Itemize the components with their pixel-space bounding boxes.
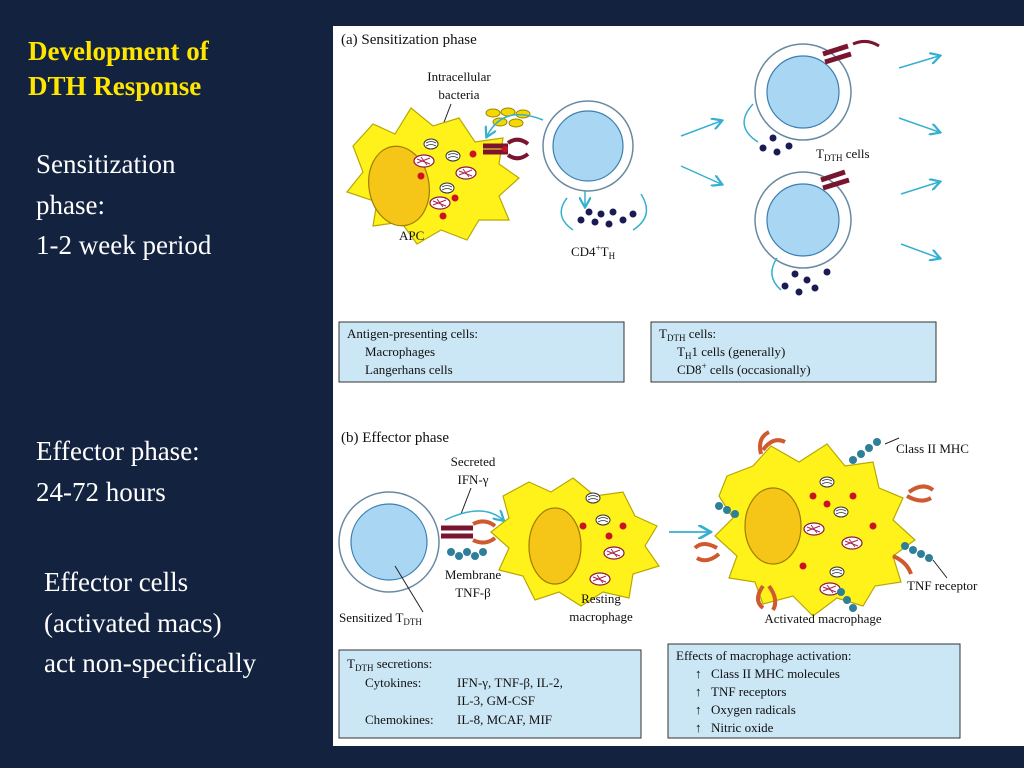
effector-cells-line1: Effector cells	[44, 567, 189, 597]
resting-macrophage	[490, 477, 660, 607]
label-membrane-1: Membrane	[445, 567, 502, 582]
dth-figure: (a) Sensitization phase Intracellular ba…	[333, 26, 1024, 746]
box-macrophage-activation-effects: Effects of macrophage activation: ↑ Clas…	[667, 643, 961, 739]
panel-b-title: (b) Effector phase	[341, 430, 449, 446]
slide-title-line2: DTH Response	[28, 71, 202, 102]
box-tdth-secretions: TDTH secretions: Cytokines: IFN-γ, TNF-β…	[338, 649, 642, 739]
label-secreted-2: IFN-γ	[457, 472, 488, 487]
svg-text:IFN-γ, TNF-β, IL-2,: IFN-γ, TNF-β, IL-2,	[457, 675, 563, 690]
sensitization-line3: 1-2 week period	[36, 230, 212, 260]
effector-line2: 24-72 hours	[36, 476, 166, 507]
svg-text:Chemokines:: Chemokines:	[365, 712, 434, 727]
label-sensitized: Sensitized TDTH	[339, 610, 422, 627]
apc-macrophage	[345, 107, 520, 245]
label-bacteria-1: Intracellular	[427, 69, 491, 84]
label-resting-1: Resting	[581, 591, 621, 606]
svg-text:TH1 cells (generally): TH1 cells (generally)	[677, 344, 785, 361]
sensitized-tdth-cell	[338, 491, 440, 593]
cytokine-dots-lower	[781, 268, 831, 296]
svg-text:↑: ↑	[695, 720, 702, 735]
label-resting-2: macrophage	[569, 609, 633, 624]
cytokine-dots-cd4	[577, 208, 637, 228]
svg-text:IL-3, GM-CSF: IL-3, GM-CSF	[457, 693, 535, 708]
tnf-receptors	[693, 430, 935, 612]
svg-text:IL-8, MCAF, MIF: IL-8, MCAF, MIF	[457, 712, 552, 727]
label-tnfr: TNF receptor	[907, 578, 978, 593]
panel-a-title: (a) Sensitization phase	[341, 32, 477, 48]
svg-text:CD8+ cells (occasionally): CD8+ cells (occasionally)	[677, 361, 811, 377]
sensitization-note: Sensitization phase: 1-2 week period	[36, 144, 211, 266]
dth-diagram: (a) Sensitization phase Intracellular ba…	[338, 32, 978, 739]
svg-text:Langerhans cells: Langerhans cells	[365, 362, 453, 377]
svg-text:Oxygen radicals: Oxygen radicals	[711, 702, 796, 717]
label-secreted-1: Secreted	[451, 454, 496, 469]
svg-text:↑: ↑	[695, 702, 702, 717]
effector-line1: Effector phase:	[36, 436, 200, 466]
svg-text:Class II MHC molecules: Class II MHC molecules	[711, 666, 840, 681]
box-tdth-cells: TDTH cells: TH1 cells (generally) CD8+ c…	[650, 321, 937, 383]
svg-text:Cytokines:: Cytokines:	[365, 675, 421, 690]
label-class2: Class II MHC	[896, 441, 969, 456]
svg-text:Macrophages: Macrophages	[365, 344, 435, 359]
effector-cells-line2: (activated macs)	[44, 607, 222, 638]
cd4-th-cell	[542, 100, 634, 192]
sensitization-line1: Sensitization	[36, 149, 176, 179]
box-apc-types: Antigen-presenting cells: Macrophages La…	[338, 321, 625, 383]
apc-tcell-receptor	[483, 137, 530, 161]
label-membrane-2: TNF-β	[455, 585, 491, 600]
svg-text:TDTH cells:: TDTH cells:	[659, 326, 716, 343]
sensitization-line2: phase:	[36, 189, 105, 220]
svg-text:Nitric oxide: Nitric oxide	[711, 720, 774, 735]
cytokine-dots-upper	[759, 134, 793, 156]
intracellular-bacteria	[485, 107, 531, 128]
label-apc: APC	[399, 228, 424, 243]
membrane-tnf-beta	[447, 548, 487, 560]
svg-text:↑: ↑	[695, 684, 702, 699]
activated-macrophage	[714, 443, 916, 617]
svg-text:↑: ↑	[695, 666, 702, 681]
slide-title-line1: Development of	[28, 36, 209, 66]
svg-text:TNF receptors: TNF receptors	[711, 684, 786, 699]
effector-cells-line3: act non-specifically	[44, 648, 257, 678]
outgoing-arrows	[898, 56, 939, 258]
slide-title: Development of DTH Response	[28, 34, 328, 104]
effector-note: Effector phase: 24-72 hours	[36, 431, 200, 512]
tcell-macrophage-receptor	[441, 519, 497, 545]
label-tdth-cells: TDTH cells	[816, 146, 870, 163]
svg-text:Antigen-presenting cells:: Antigen-presenting cells:	[347, 326, 478, 341]
class-ii-mhc-molecules	[715, 438, 933, 612]
label-bacteria-2: bacteria	[438, 87, 479, 102]
tdth-cell-upper	[754, 39, 880, 141]
label-activated: Activated macrophage	[764, 611, 882, 626]
svg-text:Effects of macrophage activati: Effects of macrophage activation:	[676, 648, 852, 663]
tdth-cell-lower	[754, 169, 852, 269]
label-cd4: CD4+TH	[571, 243, 616, 261]
svg-text:TDTH secretions:: TDTH secretions:	[347, 656, 432, 673]
effector-cells-note: Effector cells (activated macs) act non-…	[44, 562, 256, 684]
